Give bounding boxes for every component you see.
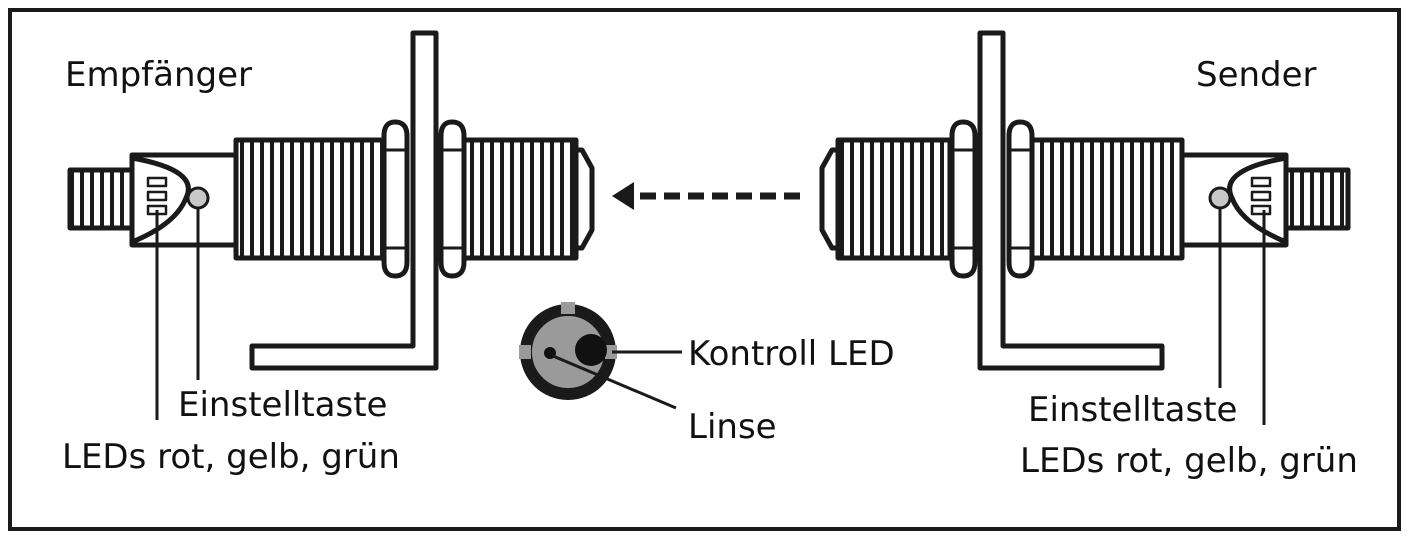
lens-label: Linse — [688, 407, 777, 447]
sender-nut-2 — [1006, 119, 1035, 279]
sender-front-thread — [835, 137, 953, 261]
sender-button-icon — [1208, 186, 1232, 210]
front-view-notch-top — [561, 302, 575, 314]
receiver-nut-1 — [381, 119, 410, 279]
beam-arrow — [612, 182, 800, 210]
receiver-leds-label: LEDs rot, gelb, grün — [62, 437, 400, 477]
sender-nut-1 — [949, 119, 978, 279]
receiver-label: Empfänger — [65, 55, 252, 95]
front-view-notch-right — [605, 345, 617, 359]
front-view — [519, 302, 617, 400]
receiver-nut-2 — [438, 119, 467, 279]
receiver-connector — [67, 167, 135, 231]
leader-lines — [155, 208, 1266, 425]
sender-led-green — [1250, 204, 1272, 216]
sender-thread — [1029, 137, 1185, 261]
sender-sensor — [819, 30, 1351, 371]
receiver-thread — [233, 137, 387, 261]
sender-bracket — [977, 30, 1165, 371]
diagram-frame — [8, 8, 1401, 531]
receiver-front-thread — [461, 137, 579, 261]
receiver-led-red — [146, 176, 168, 188]
sender-leds-label: LEDs rot, gelb, grün — [1020, 441, 1358, 481]
sender-label: Sender — [1196, 55, 1317, 95]
sender-button-label: Einstelltaste — [1028, 390, 1237, 430]
receiver-button-label: Einstelltaste — [178, 385, 387, 425]
sender-connector — [1283, 167, 1351, 231]
beam-arrowhead — [612, 182, 634, 210]
sender-led-window — [1227, 155, 1287, 245]
receiver-front-cap — [573, 147, 595, 251]
front-view-notch-left — [519, 345, 531, 359]
control-led-icon — [575, 334, 607, 366]
receiver-button-icon — [186, 186, 210, 210]
sender-led-red — [1250, 176, 1272, 188]
leader-lens — [552, 354, 677, 410]
receiver-led-yellow — [146, 190, 168, 202]
control-led-label: Kontroll LED — [688, 334, 895, 374]
sender-led-yellow — [1250, 190, 1272, 202]
receiver-bracket — [249, 30, 439, 371]
receiver-sensor — [67, 30, 595, 371]
